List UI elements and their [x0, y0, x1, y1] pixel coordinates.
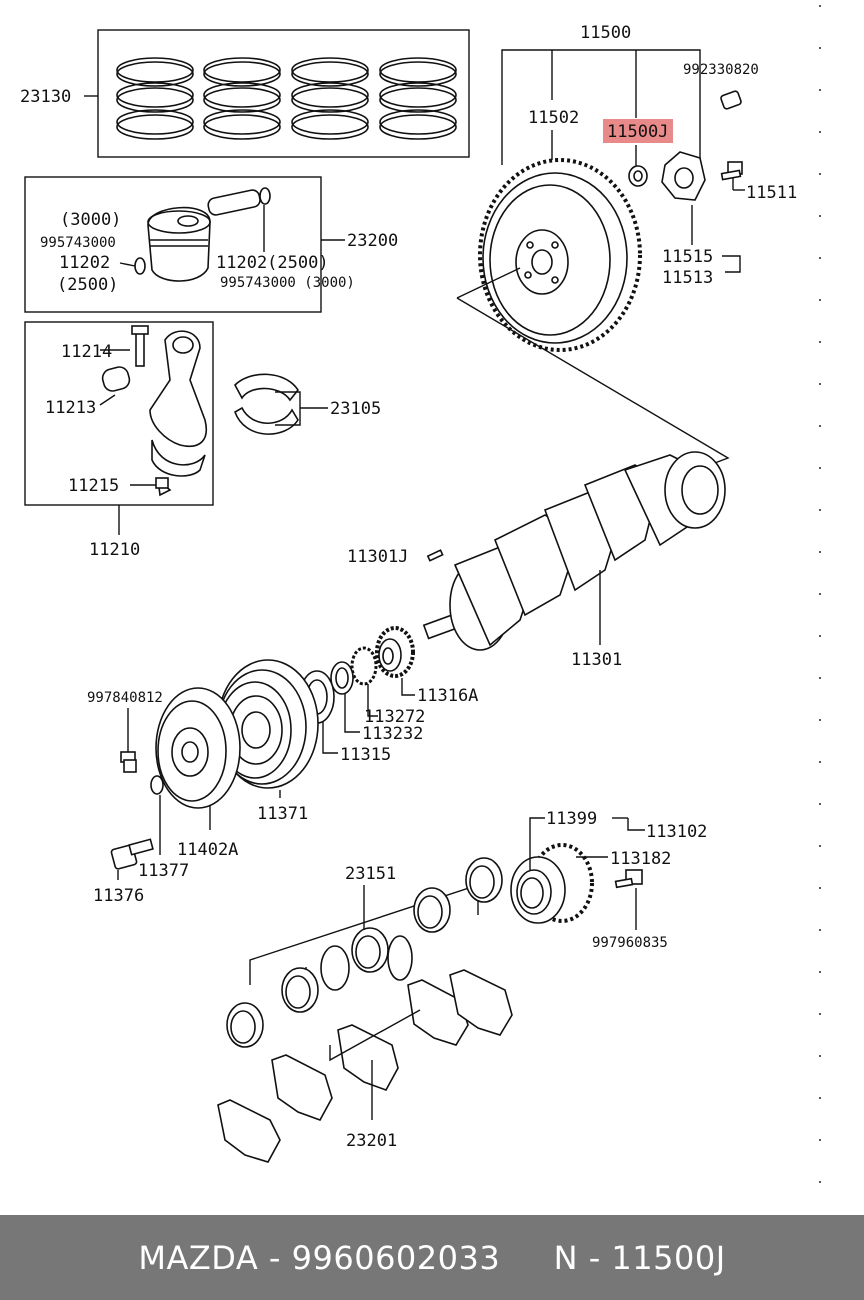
crank-pulley-icon [155, 687, 241, 809]
label-11371: 11371 [257, 804, 308, 824]
washer-icon [330, 661, 354, 695]
label-995743000a: 995743000 [40, 235, 116, 251]
label-11301J: 11301J [347, 547, 408, 567]
label-11515: 11515 [662, 247, 713, 267]
label-11213: 11213 [45, 398, 96, 418]
label-11214: 11214 [61, 342, 112, 362]
highlight-box [603, 119, 673, 143]
flywheel-plate-icon [661, 151, 706, 201]
main-pulley-icon [217, 659, 319, 789]
label-997840812: 997840812 [87, 690, 163, 706]
connecting-rod-drawing [101, 325, 207, 497]
dowel-pin-icon [720, 90, 742, 110]
seal-housing-bolt-icon [614, 869, 643, 889]
label-23151: 23151 [345, 864, 396, 884]
main-bearing-caps-icon [217, 969, 513, 1163]
label-11511: 11511 [746, 183, 797, 203]
label-2500a: (2500) [57, 275, 118, 295]
label-113102: 113102 [646, 822, 707, 842]
pulley-group[interactable]: 11371 11402A 997840812 11377 11376 [87, 659, 319, 906]
connecting-rod-group[interactable]: 11214 11213 11215 11210 [24, 321, 214, 560]
rear-seal-group[interactable]: 11399 113102 113182 997960835 [510, 809, 707, 951]
label-11513: 11513 [662, 268, 713, 288]
label-23200: 23200 [347, 231, 398, 251]
label-11315: 11315 [340, 745, 391, 765]
label-11215: 11215 [68, 476, 119, 496]
pulley-bolt-icon [110, 838, 154, 870]
label-11301: 11301 [571, 650, 622, 670]
label-23130: 23130 [20, 87, 71, 107]
piston-ring-set-group[interactable]: 23130 [20, 29, 470, 158]
label-11316A: 11316A [417, 686, 478, 706]
piston-group[interactable]: 23200 (3000) 995743000 11202 (2500) 1120… [24, 176, 398, 313]
rear-seal-housing-icon [510, 843, 594, 924]
pilot-bearing-icon [628, 165, 648, 187]
parts-diagram: 23130 23200 (3000) 995743000 11202 (2500… [20, 5, 821, 1210]
label-11210: 11210 [89, 540, 140, 560]
label-11402A: 11402A [177, 840, 238, 860]
rod-bearing-group[interactable]: 23105 [234, 373, 381, 435]
flywheel-drawing [478, 158, 642, 352]
label-995743000b: 995743000 (3000) [220, 275, 355, 291]
label-11502: 11502 [528, 108, 579, 128]
label-23201: 23201 [346, 1131, 397, 1151]
flywheel-group[interactable]: 11500 11502 11500J 992330820 11511 1151 [456, 23, 797, 476]
footer-caption: MAZDA - 9960602033 N - 11500J [0, 1215, 864, 1300]
timing-gear-icon [375, 626, 415, 678]
label-997960835: 997960835 [592, 935, 668, 951]
label-11500J: 11500J [607, 122, 668, 142]
label-113182: 113182 [610, 849, 671, 869]
label-11376: 11376 [93, 886, 144, 906]
piston-drawing [134, 187, 271, 282]
label-11202a: 11202 [59, 253, 110, 273]
flywheel-bolt-icon [720, 161, 743, 181]
label-11500: 11500 [580, 23, 631, 43]
label-113272: 113272 [364, 707, 425, 727]
pulley-bolt-small-icon [120, 751, 137, 773]
label-113232: 113232 [362, 724, 423, 744]
oil-thrower-icon [350, 646, 378, 686]
piston-ring-drawing [116, 57, 457, 140]
main-bearing-group[interactable]: 23151 23201 [217, 857, 513, 1163]
label-11202b: 11202(2500) [216, 253, 329, 273]
label-11399: 11399 [546, 809, 597, 829]
pulley-washer-icon [150, 775, 164, 795]
crankshaft-drawing [422, 451, 726, 651]
crank-key-icon [426, 549, 444, 562]
label-11377: 11377 [138, 861, 189, 881]
crankshaft-group[interactable]: 11301J 11301 [347, 451, 726, 670]
main-bearing-shells-icon [226, 857, 503, 1048]
label-23105: 23105 [330, 399, 381, 419]
label-3000a: (3000) [60, 210, 121, 230]
label-992330820: 992330820 [683, 62, 759, 78]
timing-gear-group[interactable]: 11316A 113272 113232 11315 [299, 626, 478, 765]
